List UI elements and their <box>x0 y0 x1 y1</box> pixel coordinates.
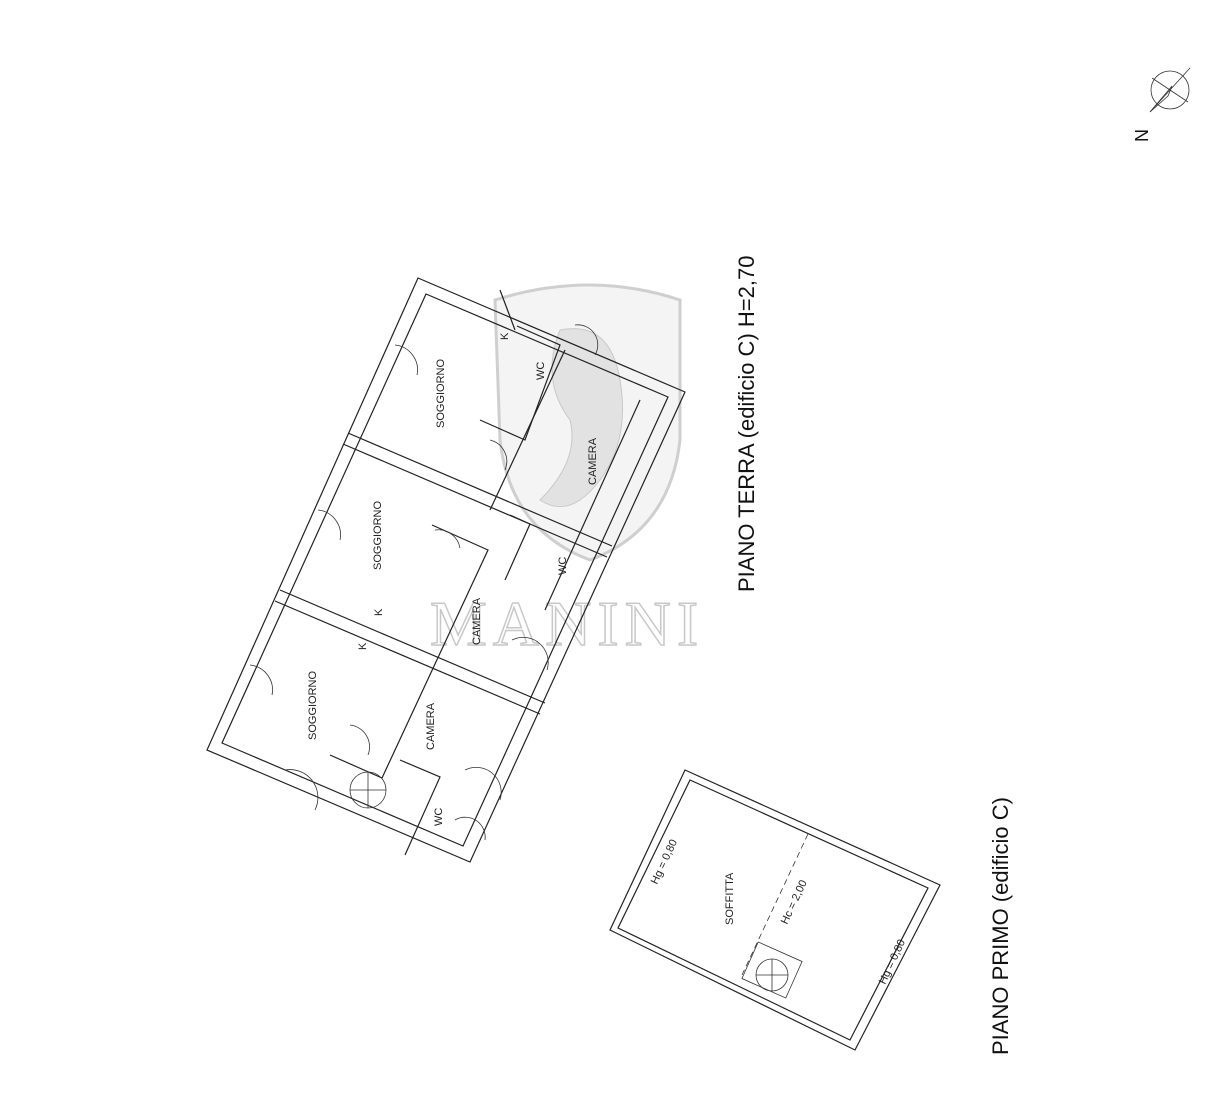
room-label-wc: WC <box>557 557 569 575</box>
ground-floor-labels: SOGGIORNO SOGGIORNO SOGGIORNO CAMERA CAM… <box>307 332 599 826</box>
height-label-left: Hg = 0,80 <box>649 838 680 887</box>
compass-north-label: N <box>1132 129 1152 142</box>
room-label-camera: CAMERA <box>587 437 599 485</box>
room-label-soggiorno: SOGGIORNO <box>307 670 319 740</box>
room-label-k: K <box>357 642 369 650</box>
first-floor-labels: SOFFITTA Hg = 0,80 Hc = 2,00 Hg = 0,80 <box>649 838 908 987</box>
lion-shield-crest-icon <box>493 283 682 562</box>
room-label-soggiorno: SOGGIORNO <box>372 500 384 570</box>
room-label-k: K <box>499 332 511 340</box>
height-label-right: Hg = 0,80 <box>877 938 908 987</box>
room-label-camera: CAMERA <box>471 597 483 645</box>
first-floor-plan <box>609 769 941 1051</box>
room-label-wc: WC <box>535 362 547 380</box>
north-arrow-icon <box>1149 67 1191 113</box>
room-label-wc: WC <box>433 808 445 826</box>
first-floor-title: PIANO PRIMO (edificio C) <box>988 797 1013 1055</box>
height-label-center: Hc = 2,00 <box>779 878 810 926</box>
room-label-soffitta: SOFFITTA <box>724 872 736 925</box>
ground-floor-plan <box>206 277 686 863</box>
ground-floor-title: PIANO TERRA (edificio C) H=2,70 <box>734 256 759 592</box>
room-label-k: K <box>373 608 385 616</box>
room-label-soggiorno: SOGGIORNO <box>435 358 447 428</box>
room-label-camera: CAMERA <box>425 702 437 750</box>
